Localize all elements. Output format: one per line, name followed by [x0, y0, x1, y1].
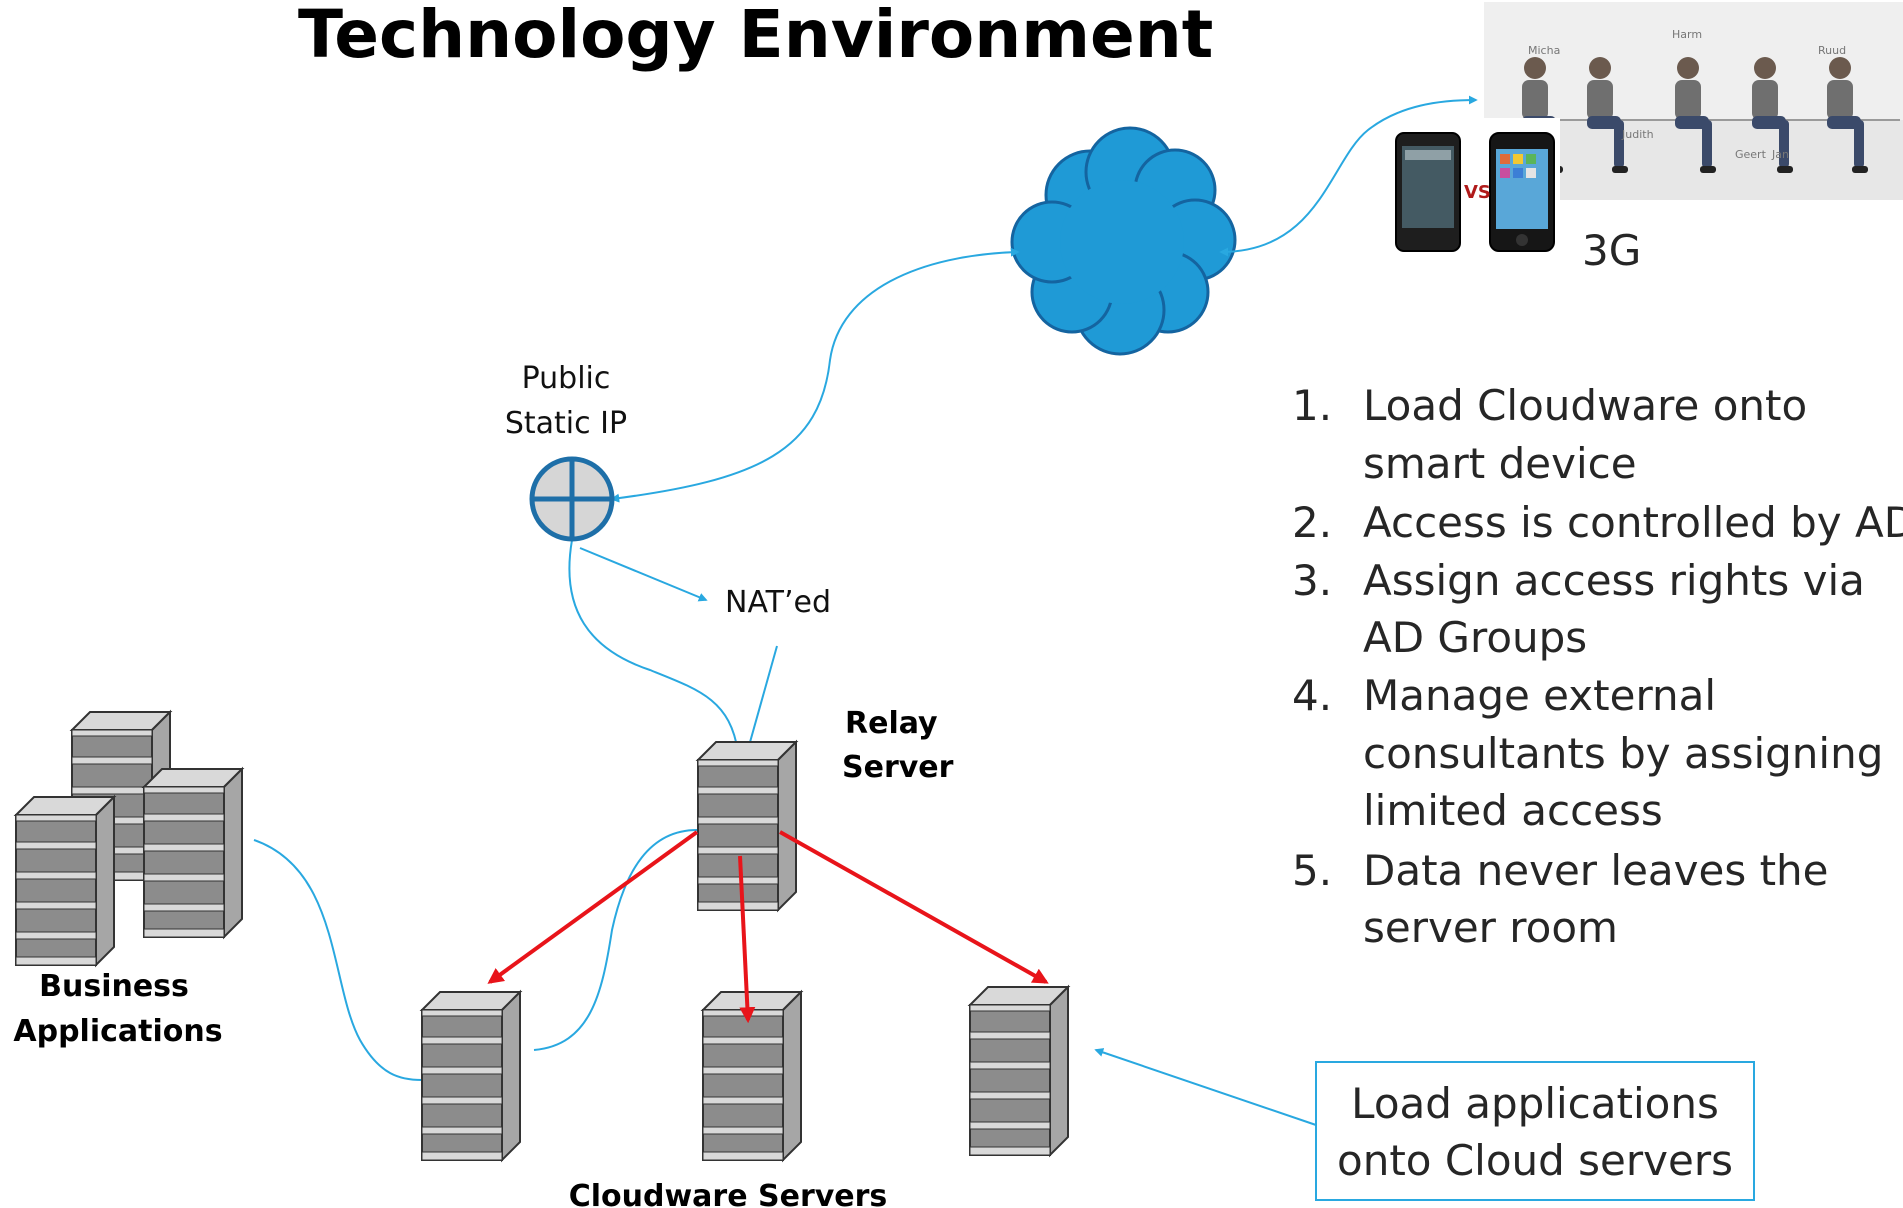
photo-name-jan: Jan	[1771, 148, 1789, 161]
step-3-number: 3.	[1292, 556, 1332, 605]
steps-list: 1. Load Cloudware onto smart device 2. A…	[1292, 381, 1903, 952]
step-5-line2: server room	[1363, 903, 1618, 952]
photo-name-ruud: Ruud	[1818, 44, 1846, 57]
business-label-line2: Applications	[13, 1014, 222, 1049]
relay-to-cloudware-connector	[533, 829, 698, 1051]
public-ip-label-line2: Static IP	[505, 406, 627, 441]
callout-connector	[1094, 1048, 1317, 1126]
callout-line2: onto Cloud servers	[1337, 1136, 1733, 1185]
public-ip-router-icon	[529, 456, 615, 542]
step-1-line1: Load Cloudware onto	[1363, 381, 1807, 430]
step-3-line2: AD Groups	[1363, 613, 1587, 662]
photo-name-micha: Micha	[1528, 44, 1560, 57]
public-ip-label-line1: Public	[522, 361, 611, 396]
distribution-arrows	[487, 830, 1049, 1024]
public-ip-to-relay-connector	[568, 539, 742, 754]
cloudware-server-left-icon	[421, 991, 521, 1161]
step-2-line1: Access is controlled by AD	[1363, 498, 1903, 547]
step-5-line1: Data never leaves the	[1363, 846, 1829, 895]
page-title: Technology Environment	[298, 0, 1213, 73]
step-3-line1: Assign access rights via	[1363, 556, 1865, 605]
cloudware-server-middle-icon	[702, 991, 802, 1161]
public-ip-to-cloud-connector	[610, 247, 1020, 503]
callout-line1: Load applications	[1351, 1079, 1719, 1128]
relay-label-line2: Server	[842, 750, 954, 785]
vs-label: VS	[1464, 182, 1491, 203]
business-to-cloudware-connector	[253, 839, 423, 1081]
step-4-line3: limited access	[1363, 786, 1663, 835]
business-label-line1: Business	[39, 969, 189, 1004]
cloudware-server-right-icon	[969, 986, 1069, 1156]
photo-name-judith: Judith	[1621, 128, 1654, 141]
relay-label-line1: Relay	[845, 706, 938, 741]
business-app-servers-icon	[15, 711, 243, 966]
internet-cloud	[1010, 126, 1237, 356]
step-4-line2: consultants by assigning	[1363, 729, 1883, 778]
network-connectors	[253, 95, 1478, 1126]
photo-name-geert: Geert	[1735, 148, 1767, 161]
3g-label: 3G	[1582, 226, 1641, 275]
nated-label: NAT’ed	[725, 585, 831, 620]
step-4-number: 4.	[1292, 671, 1332, 720]
cloudware-servers-label: Cloudware Servers	[569, 1179, 888, 1208]
step-2-number: 2.	[1292, 498, 1332, 547]
step-1-line2: smart device	[1363, 439, 1637, 488]
smartphones: VS	[1386, 118, 1560, 258]
step-5-number: 5.	[1292, 846, 1332, 895]
step-1-number: 1.	[1292, 381, 1332, 430]
public-ip-to-nated-connector	[579, 547, 708, 602]
callout-box: Load applications onto Cloud servers	[1315, 1061, 1755, 1201]
relay-server-icon	[697, 741, 797, 911]
cloud-to-phones-connector	[1219, 95, 1478, 257]
step-4-line1: Manage external	[1363, 671, 1716, 720]
photo-name-harm: Harm	[1672, 28, 1702, 41]
